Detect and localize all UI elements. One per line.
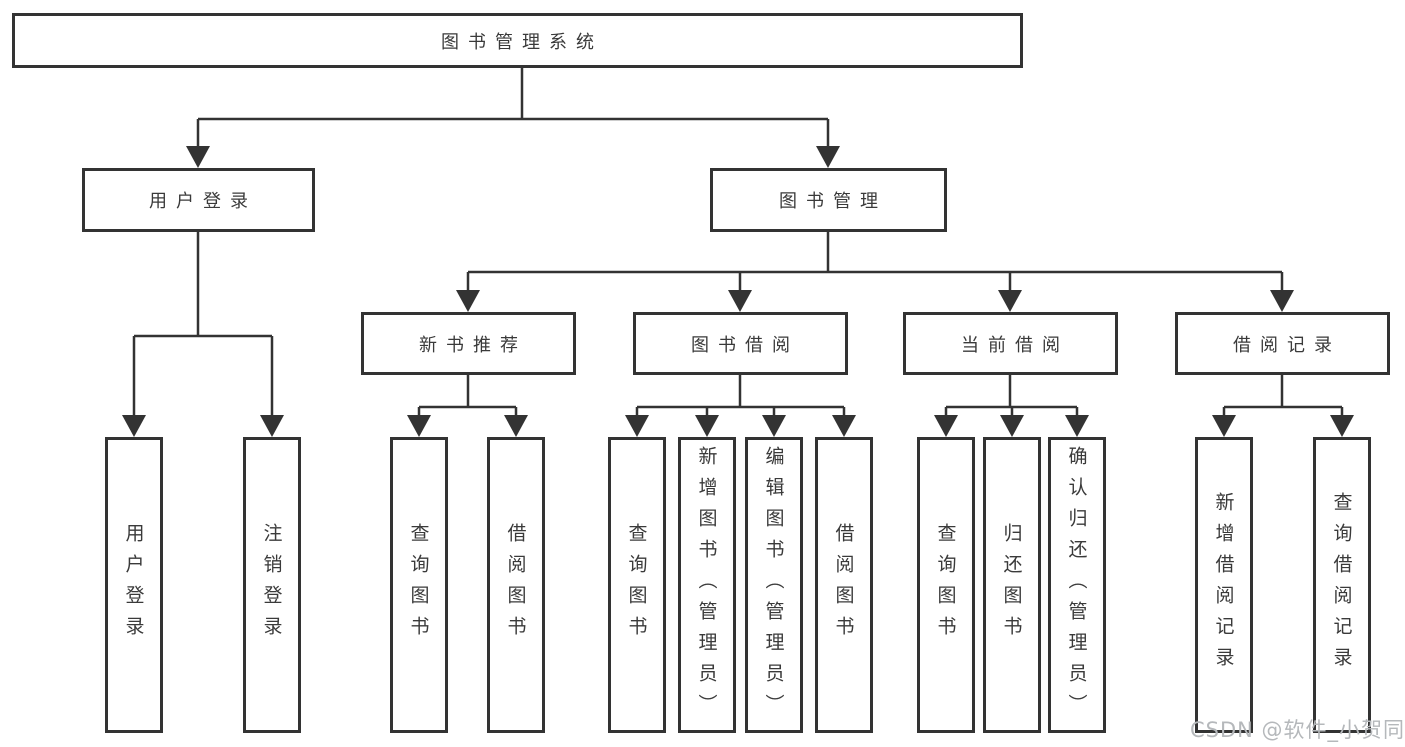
arrow-down-icon — [625, 415, 649, 437]
arrow-down-icon — [728, 290, 752, 312]
node-book-management: 图书管理 — [710, 168, 947, 232]
leaf-borrow-books-recommend: 借阅图书 — [487, 437, 545, 733]
arrow-down-icon — [695, 415, 719, 437]
arrow-down-icon — [122, 415, 146, 437]
leaf-borrow-books: 借阅图书 — [815, 437, 873, 733]
leaf-query-books-recommend: 查询图书 — [390, 437, 448, 733]
arrow-down-icon — [456, 290, 480, 312]
arrow-down-icon — [934, 415, 958, 437]
leaf-add-books-admin: 新增图书（管理员） — [678, 437, 736, 733]
arrow-down-icon — [504, 415, 528, 437]
arrow-down-icon — [260, 415, 284, 437]
node-new-book-recommendation: 新书推荐 — [361, 312, 576, 375]
leaf-return-books: 归还图书 — [983, 437, 1041, 733]
leaf-query-books-current: 查询图书 — [917, 437, 975, 733]
arrow-down-icon — [1270, 290, 1294, 312]
arrow-down-icon — [1000, 415, 1024, 437]
leaf-logout: 注销登录 — [243, 437, 301, 733]
arrow-down-icon — [186, 146, 210, 168]
node-root-library-system: 图书管理系统 — [12, 13, 1023, 68]
node-borrowing-records: 借阅记录 — [1175, 312, 1390, 375]
arrow-down-icon — [832, 415, 856, 437]
arrow-down-icon — [407, 415, 431, 437]
node-current-borrowing: 当前借阅 — [903, 312, 1118, 375]
leaf-confirm-return-admin: 确认归还（管理员） — [1048, 437, 1106, 733]
csdn-watermark: CSDN @软件_小贺同学 — [1190, 718, 1405, 742]
arrow-down-icon — [816, 146, 840, 168]
node-user-login: 用户登录 — [82, 168, 315, 232]
arrow-down-icon — [1330, 415, 1354, 437]
connector-path — [132, 68, 1344, 419]
arrow-down-icon — [998, 290, 1022, 312]
arrow-heads — [122, 146, 1354, 437]
node-book-borrowing: 图书借阅 — [633, 312, 848, 375]
leaf-query-books-borrow: 查询图书 — [608, 437, 666, 733]
arrow-down-icon — [762, 415, 786, 437]
leaf-add-borrow-record: 新增借阅记录 — [1195, 437, 1253, 733]
arrow-down-icon — [1065, 415, 1089, 437]
arrow-down-icon — [1212, 415, 1236, 437]
leaf-user-login: 用户登录 — [105, 437, 163, 733]
leaf-edit-books-admin: 编辑图书（管理员） — [745, 437, 803, 733]
leaf-query-borrow-record: 查询借阅记录 — [1313, 437, 1371, 733]
